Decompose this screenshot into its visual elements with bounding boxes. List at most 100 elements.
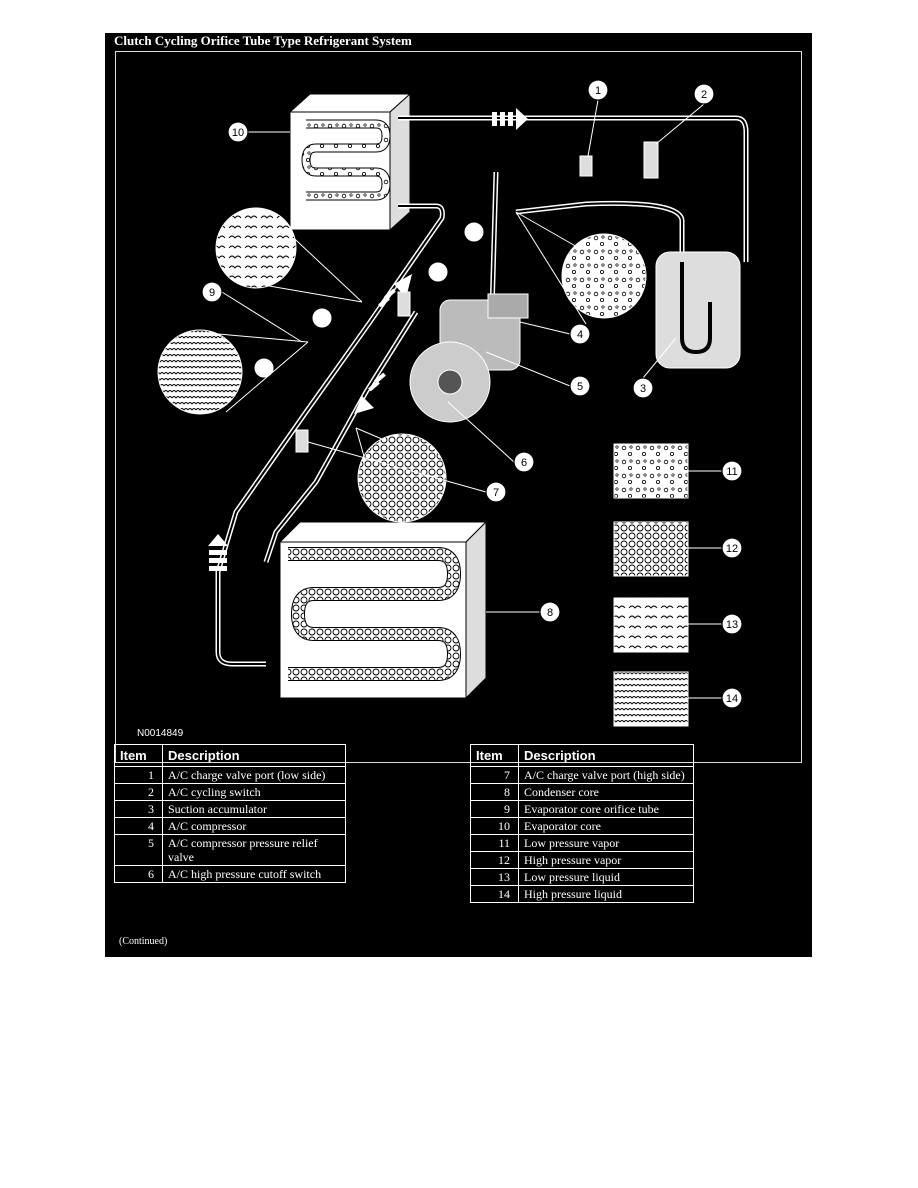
callout-11: 11 (721, 460, 743, 482)
callout-3: 3 (632, 377, 654, 399)
swatch-low-pressure-liquid (613, 597, 689, 653)
callout-label: 13 (726, 619, 738, 631)
callout-6: 6 (513, 451, 535, 473)
pressure-gauges (253, 221, 485, 379)
refrigerant-lines (215, 115, 749, 667)
low-side-charge-port (579, 155, 593, 177)
flow-arrow-lower (354, 372, 386, 414)
item-description: A/C compressor (162, 817, 346, 835)
item-number: 4 (114, 817, 163, 835)
callout-9: 9 (201, 281, 223, 303)
item-number: 6 (114, 865, 163, 883)
suction-accumulator (655, 251, 741, 369)
item-number: 5 (114, 834, 163, 866)
swatch-low-pressure-vapor (613, 443, 689, 499)
callout-label: 4 (577, 329, 583, 341)
callout-leaders (221, 99, 722, 699)
callout-1: 1 (587, 79, 609, 101)
item-description: Suction accumulator (162, 800, 346, 818)
magnifier-low-liquid (215, 207, 363, 303)
item-number: 1 (114, 766, 163, 784)
callout-12: 12 (721, 537, 743, 559)
item-number: 14 (470, 885, 519, 903)
magnifier-low-vapor (515, 211, 647, 325)
cycling-switch (643, 141, 659, 179)
callout-10: 10 (227, 121, 249, 143)
description-column-header: Description (518, 744, 694, 767)
pressure-cutoff-switch-body (397, 291, 411, 317)
callout-label: 11 (726, 466, 737, 478)
diagram-panel: Clutch Cycling Orifice Tube Type Refrige… (105, 33, 812, 957)
item-column-header: Item (470, 744, 519, 767)
item-description: A/C compressor pressure relief valve (162, 834, 346, 866)
item-number: 13 (470, 868, 519, 886)
item-number: 7 (470, 766, 519, 784)
item-description: A/C cycling switch (162, 783, 346, 801)
item-description: A/C charge valve port (low side) (162, 766, 346, 784)
item-description: High pressure liquid (518, 885, 694, 903)
callout-label: 6 (521, 457, 527, 469)
item-number: 9 (470, 800, 519, 818)
callout-label: 7 (493, 487, 499, 499)
callout-label: 9 (209, 287, 215, 299)
callout-label: 1 (595, 85, 601, 97)
item-number: 8 (470, 783, 519, 801)
callout-label: 8 (547, 607, 553, 619)
flow-arrow-top (492, 108, 528, 130)
condenser-core (278, 520, 488, 700)
item-description: High pressure vapor (518, 851, 694, 869)
item-description: Evaporator core orifice tube (518, 800, 694, 818)
item-description: Condenser core (518, 783, 694, 801)
callout-4: 4 (569, 323, 591, 345)
item-description: Low pressure vapor (518, 834, 694, 852)
callout-13: 13 (721, 613, 743, 635)
magnifier-high-vapor (355, 427, 447, 523)
callout-label: 5 (577, 381, 583, 393)
item-number: 3 (114, 800, 163, 818)
table-header-row: Item Description (470, 744, 694, 767)
ac-compressor (409, 293, 529, 423)
high-side-charge-port (295, 429, 309, 453)
callout-2: 2 (693, 83, 715, 105)
callout-label: 2 (701, 89, 707, 101)
callout-5: 5 (569, 375, 591, 397)
item-description: A/C high pressure cutoff switch (162, 865, 346, 883)
item-number: 2 (114, 783, 163, 801)
item-description: Low pressure liquid (518, 868, 694, 886)
evaporator-core (288, 92, 412, 232)
figure-id: N0014849 (137, 728, 184, 739)
item-number: 11 (470, 834, 519, 852)
callout-label: 12 (726, 543, 738, 555)
item-number: 12 (470, 851, 519, 869)
item-description: Evaporator core (518, 817, 694, 835)
swatch-high-pressure-vapor (613, 521, 689, 577)
page-title: Clutch Cycling Orifice Tube Type Refrige… (114, 33, 412, 48)
continued-note: (Continued) (119, 936, 168, 947)
callout-label: 3 (640, 383, 646, 395)
description-column-header: Description (162, 744, 346, 767)
callout-label: 14 (726, 693, 738, 705)
item-number: 10 (470, 817, 519, 835)
table-header-row: Item Description (114, 744, 346, 767)
flow-arrow-left (208, 534, 228, 571)
callout-label: 10 (232, 127, 244, 139)
